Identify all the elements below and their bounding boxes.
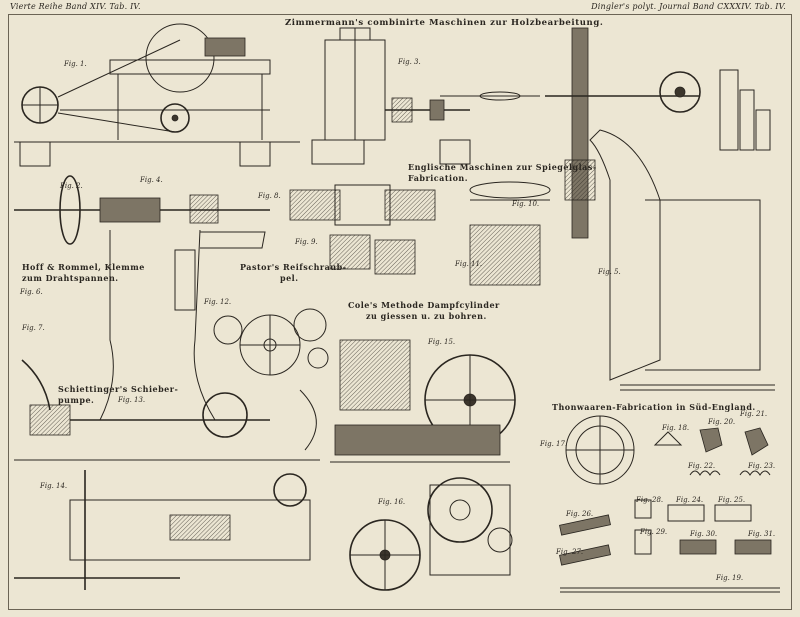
caption-pastor-line2: pel.	[280, 273, 299, 283]
fig-label-1: Fig. 1.	[64, 60, 87, 68]
caption-cole: Cole's Methode Dampfcylinder zu giessen …	[348, 300, 500, 322]
caption-schiettinger: Schiettinger's Schieber- pumpe.	[58, 384, 178, 406]
fig13-slide-pump-drawing	[14, 359, 320, 461]
fig5-drilling-machine-drawing	[545, 27, 775, 391]
fig3-frame-machine-drawing	[311, 27, 540, 165]
fig14-pump-plan-drawing	[14, 470, 311, 590]
fig-label-26: Fig. 26.	[566, 510, 594, 518]
fig-label-13: Fig. 13.	[118, 396, 146, 404]
caption-cole-line1: Cole's Methode Dampfcylinder	[348, 300, 500, 310]
fig-label-12: Fig. 12.	[204, 298, 232, 306]
header-left: Vierte Reihe Band XIV. Tab. IV.	[10, 2, 141, 11]
fig-label-10: Fig. 10.	[512, 200, 540, 208]
fig-label-2: Fig. 2.	[60, 182, 83, 190]
fig-label-29: Fig. 29.	[640, 528, 668, 536]
fig-label-25: Fig. 25.	[718, 496, 746, 504]
fig-label-3: Fig. 3.	[398, 58, 421, 66]
fig-label-17: Fig. 17.	[540, 440, 568, 448]
caption-cole-line2: zu giessen u. zu bohren.	[366, 311, 487, 321]
fig-label-28: Fig. 28.	[636, 496, 664, 504]
fig-label-21: Fig. 21.	[740, 410, 768, 418]
caption-thonwaaren: Thonwaaren-Fabrication in Süd-England.	[552, 402, 756, 412]
fig-label-27: Fig. 27.	[556, 548, 584, 556]
fig-label-15: Fig. 15.	[428, 338, 456, 346]
fig-label-16: Fig. 16.	[378, 498, 406, 506]
fig1-saw-bench-drawing	[14, 23, 300, 167]
caption-schiettinger-line1: Schiettinger's Schieber-	[58, 384, 179, 394]
fig-label-6: Fig. 6.	[20, 288, 43, 296]
fig17-31-pottery-shapes-drawing	[559, 415, 780, 593]
caption-pastor-line1: Pastor's Reifschraub-	[240, 262, 347, 272]
caption-pastor: Pastor's Reifschraub- pel.	[240, 262, 347, 284]
fig8-glass-machine-drawing	[289, 181, 551, 286]
caption-hoff: Hoff & Rommel, Klemme zum Drahtspannen.	[22, 262, 145, 284]
fig-label-14: Fig. 14.	[40, 482, 68, 490]
caption-hoff-line2: zum Drahtspannen.	[22, 273, 119, 283]
fig-label-19: Fig. 19.	[716, 574, 744, 582]
fig-label-20: Fig. 20.	[708, 418, 736, 426]
header-right: Dingler's polyt. Journal Band CXXXIV. Ta…	[591, 2, 786, 11]
fig-label-9: Fig. 9.	[295, 238, 318, 246]
caption-spiegelglas: Englische Maschinen zur Spiegelglas- Fab…	[408, 162, 597, 184]
fig-label-18: Fig. 18.	[662, 424, 690, 432]
fig-label-23: Fig. 23.	[748, 462, 776, 470]
fig-label-30: Fig. 30.	[690, 530, 718, 538]
fig12-gear-train-drawing	[213, 308, 329, 376]
caption-spiegelglas-line1: Englische Maschinen zur Spiegelglas-	[408, 162, 597, 172]
fig-label-8: Fig. 8.	[258, 192, 281, 200]
fig-label-5: Fig. 5.	[598, 268, 621, 276]
caption-spiegelglas-line2: Fabrication.	[408, 173, 468, 183]
fig-label-4: Fig. 4.	[140, 176, 163, 184]
fig-label-24: Fig. 24.	[676, 496, 704, 504]
plate-border	[8, 14, 792, 610]
caption-schiettinger-line2: pumpe.	[58, 395, 95, 405]
fig16-gear-machine-drawing	[349, 477, 513, 591]
caption-hoff-line1: Hoff & Rommel, Klemme	[22, 262, 145, 272]
fig-label-7: Fig. 7.	[22, 324, 45, 332]
fig-label-31: Fig. 31.	[748, 530, 776, 538]
fig-label-22: Fig. 22.	[688, 462, 716, 470]
page-title: Zimmermann's combinirte Maschinen zur Ho…	[285, 18, 604, 28]
fig-label-11: Fig. 11.	[455, 260, 483, 268]
fig15-steam-cylinder-drawing	[330, 339, 516, 463]
